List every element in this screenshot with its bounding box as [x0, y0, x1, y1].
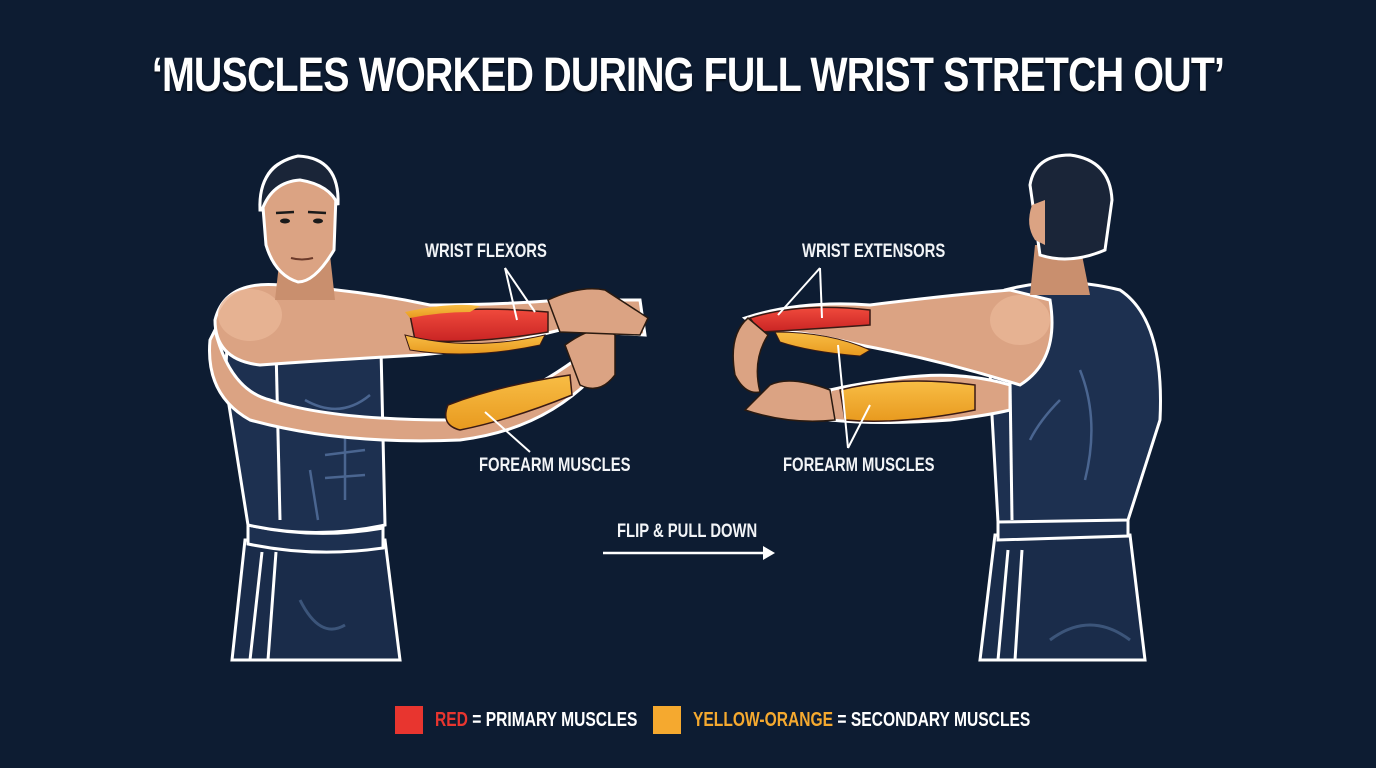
right-figure [732, 153, 1162, 662]
label-flip-pull-down: FLIP & PULL DOWN [617, 521, 758, 542]
legend-color-word-red: RED [435, 708, 468, 731]
legend-desc-primary: = PRIMARY MUSCLES [467, 708, 638, 731]
label-wrist-extensors: WRIST EXTENSORS [802, 241, 946, 262]
page-title: ‘MUSCLES WORKED DURING FULL WRIST STRETC… [151, 49, 1225, 102]
label-forearm-muscles-left: FOREARM MUSCLES [479, 455, 631, 476]
left-forearm-muscles [445, 374, 573, 431]
legend-desc-secondary: = SECONDARY MUSCLES [833, 708, 1031, 731]
legend-item-secondary: YELLOW-ORANGE = SECONDARY MUSCLES [653, 706, 1125, 734]
legend-color-word-yellow: YELLOW-ORANGE [693, 708, 834, 731]
right-pointers [777, 267, 871, 449]
legend: RED = PRIMARY MUSCLES YELLOW-ORANGE = SE… [0, 706, 1376, 734]
right-forearm-muscles [839, 380, 976, 422]
label-wrist-flexors: WRIST FLEXORS [425, 241, 547, 262]
arrow-right-icon [603, 546, 775, 560]
left-figure [208, 154, 649, 662]
red-swatch [395, 706, 423, 734]
yellow-orange-swatch [653, 706, 681, 734]
label-forearm-muscles-right: FOREARM MUSCLES [783, 455, 935, 476]
legend-item-primary: RED = PRIMARY MUSCLES [395, 706, 695, 734]
right-head [1028, 153, 1114, 261]
left-pointers [484, 267, 536, 453]
